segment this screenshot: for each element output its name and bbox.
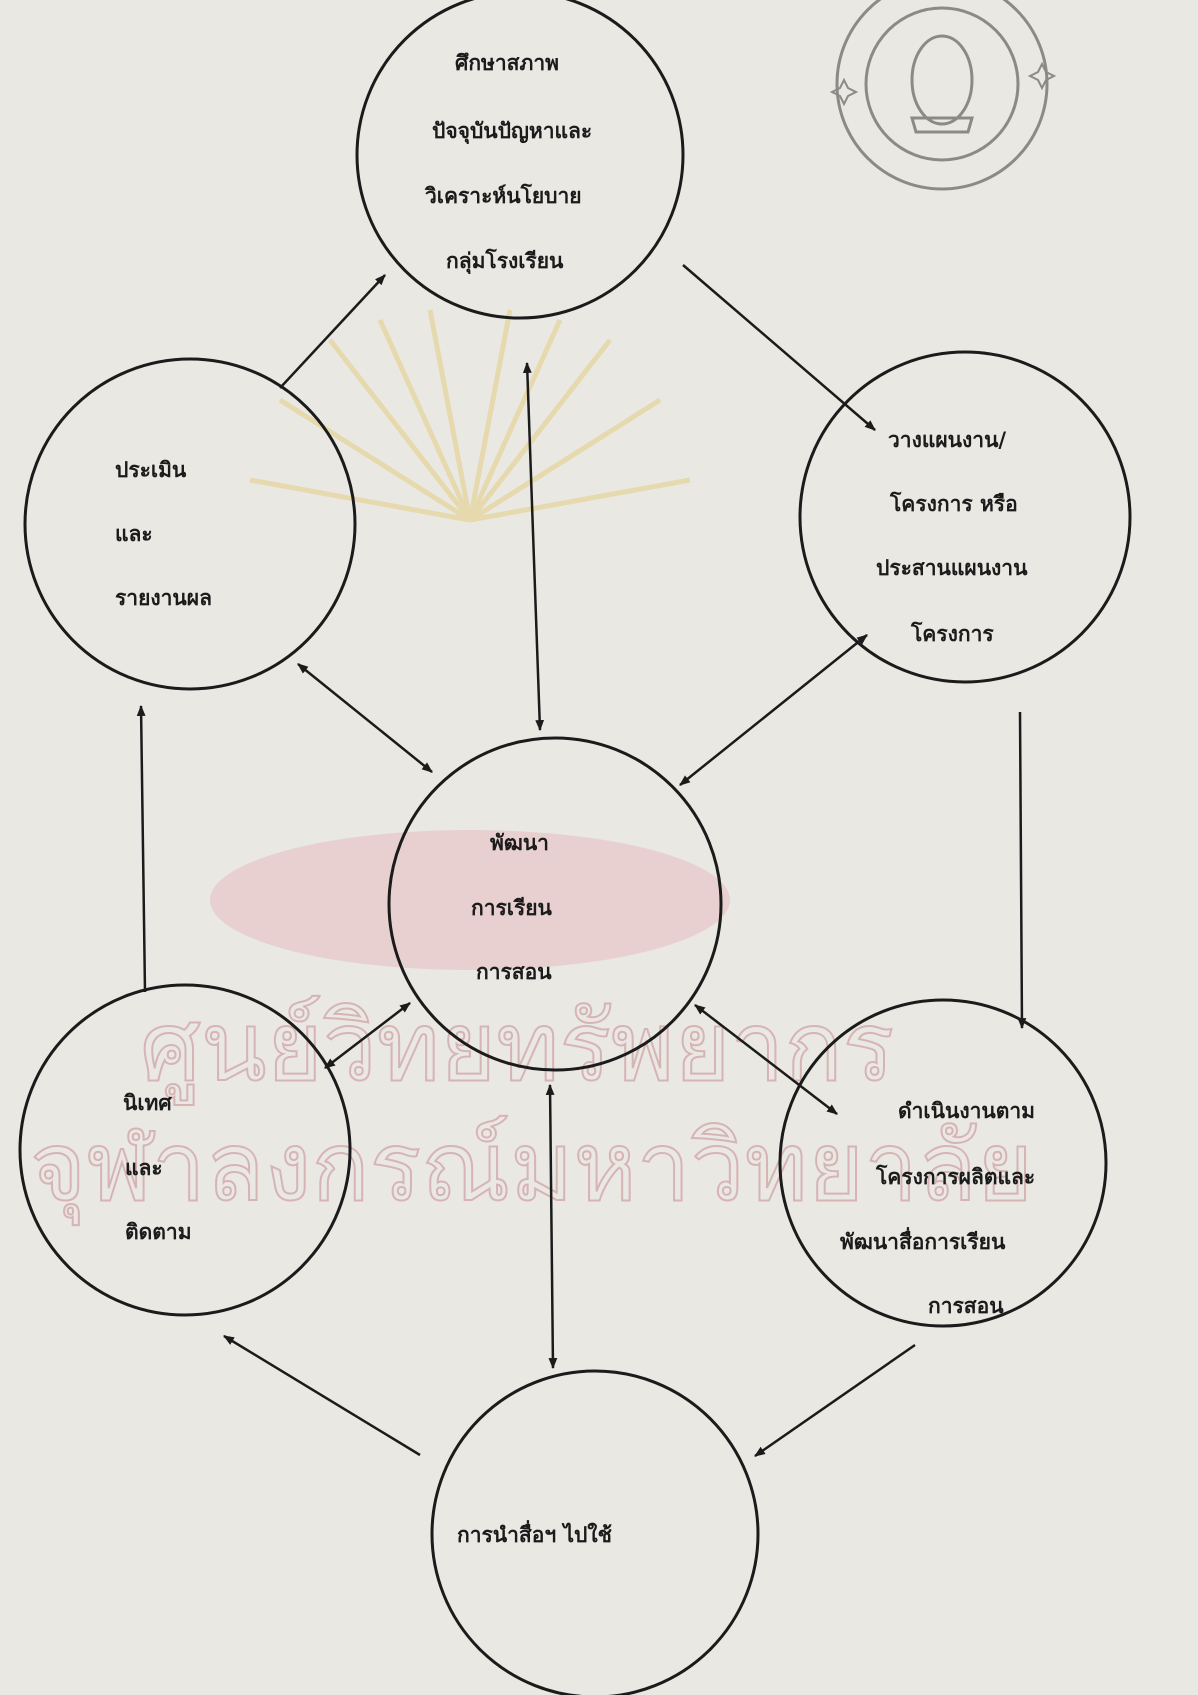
label-study: ศึกษาสภาพ ปัจจุบันปัญหาและ วิเคราะห์นโยบ…: [424, 51, 592, 275]
node-study: [355, 0, 685, 320]
arrow-center-evaluate: [297, 663, 433, 773]
label-execute-line-4: การสอน: [928, 1294, 1004, 1318]
label-center: พัฒนา การเรียน การสอน: [471, 831, 553, 984]
label-supervise-line-2: และ: [125, 1156, 163, 1180]
arrow-center-study: [522, 361, 545, 732]
label-center-line-1: พัฒนา: [490, 831, 549, 855]
node-supervise: [18, 983, 352, 1317]
label-execute: ดำเนินงานตาม โครงการผลิตและ พัฒนาสื่อการ…: [840, 1099, 1035, 1318]
watermark-line-2: จุฬาลงกรณ์มหาวิทยาลัย: [30, 1111, 1033, 1226]
label-supervise-line-1: นิเทศ: [123, 1091, 172, 1115]
arrow-center-execute: [694, 1004, 838, 1115]
label-use-line-1: การนำสื่อฯ ไปใช้: [457, 1519, 612, 1547]
label-center-line-2: การเรียน: [471, 896, 553, 920]
label-center-line-3: การสอน: [476, 960, 552, 984]
node-evaluate: [23, 357, 357, 691]
label-execute-line-1: ดำเนินงานตาม: [898, 1099, 1035, 1123]
label-plan: วางแผนงาน/ โครงการ หรือ ประสานแผนงาน โคร…: [876, 428, 1028, 646]
label-execute-line-3: พัฒนาสื่อการเรียน: [840, 1226, 1006, 1254]
node-center: [387, 736, 723, 1072]
arrow-execute-to-use: [754, 1343, 916, 1458]
label-execute-line-2: โครงการผลิตและ: [875, 1164, 1035, 1189]
node-execute: [778, 998, 1108, 1328]
label-evaluate: ประเมิน และ รายงานผล: [115, 458, 212, 610]
arrow-plan-to-execute: [1017, 711, 1027, 1030]
arrow-center-plan: [679, 634, 868, 786]
node-plan: [798, 350, 1132, 684]
label-plan-line-2: โครงการ หรือ: [889, 491, 1018, 516]
arrow-center-supervise: [324, 1002, 411, 1069]
label-plan-line-1: วางแผนงาน/: [888, 428, 1006, 452]
label-evaluate-line-2: และ: [115, 522, 153, 546]
library-seal-stamp: [829, 0, 1057, 191]
label-study-line-2: ปัจจุบันปัญหาและ: [432, 119, 592, 145]
label-use: การนำสื่อฯ ไปใช้: [457, 1519, 612, 1547]
arrow-supervise-to-evaluate: [136, 704, 147, 993]
arrow-study-to-plan: [682, 264, 876, 431]
label-plan-line-3: ประสานแผนงาน: [876, 556, 1028, 580]
label-supervise-line-3: ติดตาม: [125, 1220, 192, 1244]
label-evaluate-line-3: รายงานผล: [115, 586, 212, 610]
label-study-line-1: ศึกษาสภาพ: [455, 51, 559, 75]
arrow-use-to-supervise: [223, 1334, 421, 1457]
arrow-center-use: [545, 1083, 558, 1370]
node-use: [430, 1369, 760, 1695]
label-supervise: นิเทศ และ ติดตาม: [123, 1091, 192, 1244]
watermark-emblem: [210, 309, 730, 970]
label-evaluate-line-1: ประเมิน: [115, 458, 187, 482]
label-study-line-3: วิเคราะห์นโยบาย: [424, 183, 582, 208]
label-plan-line-4: โครงการ: [910, 621, 994, 646]
arrow-evaluate-to-study: [279, 274, 386, 389]
label-study-line-4: กลุ่มโรงเรียน: [446, 248, 564, 275]
watermark-line-1: ศูนย์วิทยทรัพยากร: [140, 991, 894, 1105]
